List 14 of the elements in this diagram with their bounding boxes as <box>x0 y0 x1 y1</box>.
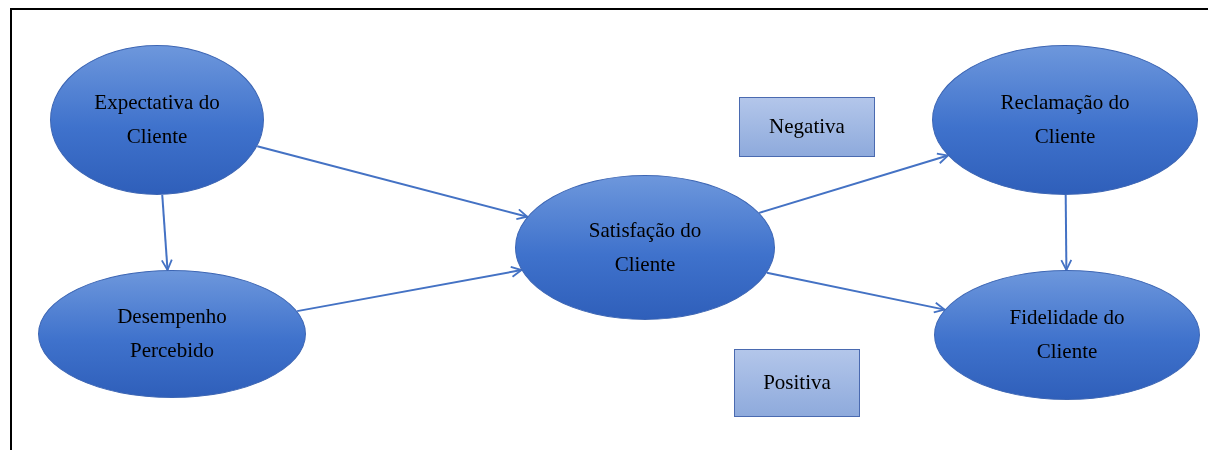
label-box <box>739 97 875 157</box>
label-box <box>734 349 860 417</box>
node-label: Negativa <box>768 113 846 141</box>
node-label: Positiva <box>762 369 832 397</box>
node-label: Satisfação do Cliente <box>587 216 703 278</box>
arrow <box>758 152 949 214</box>
node-label: Reclamação do Cliente <box>1000 89 1130 150</box>
arrow <box>765 271 946 314</box>
arrow <box>160 193 173 272</box>
arrow <box>296 266 523 313</box>
node-label: Desempenho Percebido <box>116 303 228 364</box>
node-label: Fidelidade do Cliente <box>1008 304 1126 365</box>
arrow <box>1060 194 1073 271</box>
node-label: Expectativa do Cliente <box>93 89 221 150</box>
